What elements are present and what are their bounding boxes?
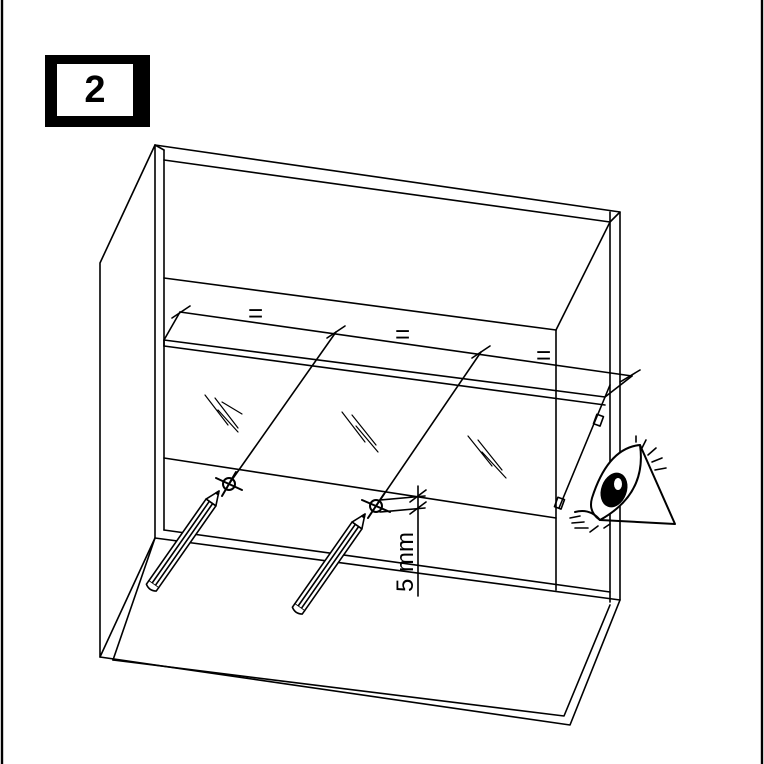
equal-mark-1: = [248, 298, 263, 328]
cabinet-top-panel [154, 144, 621, 223]
step-number: 2 [84, 69, 106, 111]
offset-dimension [379, 485, 427, 597]
eye-icon [569, 435, 676, 533]
projection-line-1 [228, 331, 337, 485]
shelf-support-pin-right-top [592, 413, 605, 427]
pencil-icon [291, 513, 366, 615]
glass-reflection [204, 394, 243, 433]
mark-point-2 [361, 493, 391, 519]
projection-line-3 [558, 384, 611, 509]
equal-mark-3: = [536, 340, 551, 370]
step-badge: 2 [45, 55, 150, 127]
step-badge-inner: 2 [57, 64, 133, 116]
offset-label: 5 mm [392, 532, 419, 592]
cabinet-bottom-panel [99, 537, 621, 726]
glass-reflection [341, 411, 379, 453]
glass-reflection [467, 435, 507, 479]
mark-point-1 [215, 471, 243, 497]
glass-shelf [163, 339, 606, 479]
pencil-icon [145, 490, 220, 592]
cabinet-left-panel [99, 144, 156, 658]
cabinet [99, 144, 621, 726]
shelf-support-pin-right-bottom [553, 496, 566, 510]
equal-mark-2: = [395, 319, 410, 349]
projection-line-2 [375, 351, 482, 507]
